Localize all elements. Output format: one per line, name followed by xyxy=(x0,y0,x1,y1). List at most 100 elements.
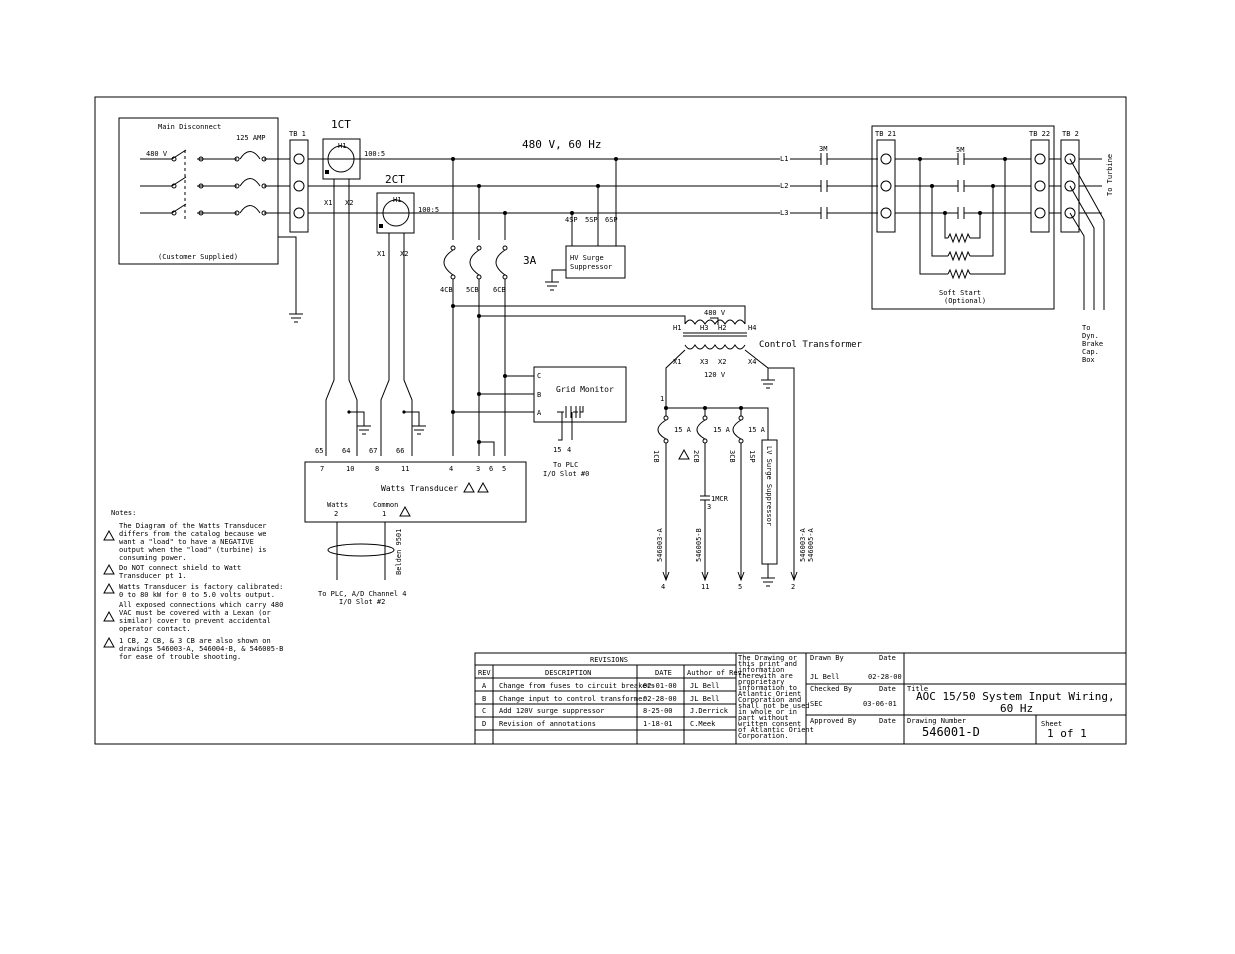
output-4: 4 xyxy=(661,583,665,591)
1ct-ratio: 100:5 xyxy=(364,150,385,158)
rev-row-a-date: 02-01-00 xyxy=(643,682,677,690)
proprietary-line-7: Atlantic Orient xyxy=(738,690,801,698)
main-disconnect-label: Main Disconnect xyxy=(158,123,221,131)
wire-64: 64 xyxy=(342,447,350,455)
gm-4-label: 4 xyxy=(567,446,571,454)
tb22-label: TB 22 xyxy=(1029,130,1050,138)
watts-label: Watts xyxy=(327,501,348,509)
lv-surge-suppressor: LV Surge Suppressor xyxy=(761,439,778,587)
l1-label: L1 xyxy=(780,155,788,163)
hv-surge-suppressor: 4SP 5SP 6SP HV Surge Suppressor xyxy=(545,157,626,291)
note-3-line-1: Watts Transducer is factory calibrated: xyxy=(119,583,283,591)
ref-546005b-label: 546005-B xyxy=(695,528,703,562)
rev-row-b-date: 02-28-00 xyxy=(643,695,677,703)
rev-row-d-author: C.Meek xyxy=(690,720,716,728)
ct-480v-label: 480 V xyxy=(704,309,726,317)
x3-label: X3 xyxy=(700,358,708,366)
term-4: 4 xyxy=(449,465,453,473)
to-turbine-label: To Turbine xyxy=(1106,154,1114,196)
cb5-label: 5CB xyxy=(466,286,479,294)
rev-row-d-rev: D xyxy=(482,720,486,728)
terminal-block-tb1: TB 1 xyxy=(289,130,309,233)
rev-header-description: DESCRIPTION xyxy=(545,669,591,677)
wire-66: 66 xyxy=(396,447,404,455)
term-11: 11 xyxy=(401,465,409,473)
current-transformer-2ct: 2CT H1 100:5 X1 X2 xyxy=(376,173,439,456)
sp4-label: 4SP xyxy=(565,216,578,224)
checked-by-value: SEC xyxy=(810,700,823,708)
term-5: 5 xyxy=(502,465,506,473)
to-dyn-line-3: Brake xyxy=(1082,340,1103,348)
note-5-line-1: 1 CB, 2 CB, & 3 CB are also shown on xyxy=(119,637,271,645)
approved-date-label: Date xyxy=(879,717,896,725)
grid-c-label: C xyxy=(537,372,541,380)
note-1-line-3: want a "load" to have a NEGATIVE xyxy=(119,538,254,546)
to-dyn-line-4: Cap. xyxy=(1082,348,1099,356)
revisions-title: REVISIONS xyxy=(590,656,628,664)
fuse-3a-label: 3A xyxy=(523,254,537,267)
customer-supplied-label: (Customer Supplied) xyxy=(158,253,238,261)
output-2: 2 xyxy=(791,583,795,591)
ref-546003a-label: 546003-A xyxy=(656,527,664,562)
x2-label: X2 xyxy=(718,358,726,366)
sheet-label: Sheet xyxy=(1041,720,1062,728)
lv-surge-label: LV Surge Suppressor xyxy=(765,446,773,526)
rev-row-b-author: JL Bell xyxy=(690,695,720,703)
breaker-3-rating: 15 A xyxy=(748,426,766,434)
tb1-label: TB 1 xyxy=(289,130,306,138)
h2-label: H2 xyxy=(718,324,726,332)
note-1-line-5: consuming power. xyxy=(119,554,186,562)
h1-label: H1 xyxy=(673,324,681,332)
drawn-by-value: JL Bell xyxy=(810,673,840,681)
wt-1: 1 xyxy=(382,510,386,518)
breaker-2-rating: 15 A xyxy=(713,426,731,434)
sp5-label: 5SP xyxy=(585,216,598,224)
proprietary-line-10: in whole or in xyxy=(738,708,797,716)
note-1-line-4: output when the "load" (turbine) is xyxy=(119,546,267,554)
tb2-label: TB 2 xyxy=(1062,130,1079,138)
mcr-label: 1MCR xyxy=(711,495,729,503)
wire-67: 67 xyxy=(369,447,377,455)
checked-date-value: 03-06-01 xyxy=(863,700,897,708)
h4-label: H4 xyxy=(748,324,756,332)
soft-start-optional-label: (Optional) xyxy=(944,297,986,305)
breaker-1-rating: 15 A xyxy=(674,426,692,434)
rev-row-c-date: 8-25-00 xyxy=(643,707,673,715)
to-dyn-line-1: To xyxy=(1082,324,1090,332)
l2-label: L2 xyxy=(780,182,788,190)
rev-header-date: DATE xyxy=(655,669,672,677)
current-transformer-1ct: 1CT H1 100:5 X1 X2 xyxy=(322,118,385,456)
control-transformer: 480 V H1 H3 H2 H4 X1 X3 X2 X4 120 V Cont… xyxy=(673,309,863,379)
proprietary-line-2: this print and xyxy=(738,660,797,668)
rev-row-a-rev: A xyxy=(482,682,487,690)
grid-monitor-label: Grid Monitor xyxy=(556,385,614,394)
x1-label: X1 xyxy=(673,358,681,366)
1ct-label: 1CT xyxy=(331,118,351,131)
drawn-date-label: Date xyxy=(879,654,896,662)
note-1-line-2: differs from the catalog because we xyxy=(119,530,267,538)
rev-row-d-date: 1-18-01 xyxy=(643,720,673,728)
term-10: 10 xyxy=(346,465,354,473)
note-4-line-3: similar) cover to prevent accidental xyxy=(119,617,271,625)
main-bus-label: 480 V, 60 Hz xyxy=(522,138,601,151)
proprietary-line-4: therewith are xyxy=(738,672,793,680)
to-dyn-line-2: Dyn. xyxy=(1082,332,1099,340)
sheet-value: 1 of 1 xyxy=(1047,727,1087,740)
checked-by-label: Checked By xyxy=(810,685,852,693)
mcr-3-label: 3 xyxy=(707,503,711,511)
rev-row-c-desc: Add 120V surge suppressor xyxy=(499,707,604,715)
l3-label: L3 xyxy=(780,209,788,217)
output-5: 5 xyxy=(738,583,742,591)
terminal-block-tb2: TB 2 To Turbine To Dyn. Brake Cap. Box xyxy=(1049,130,1114,364)
2ct-x1: X1 xyxy=(377,250,385,258)
h3-label: H3 xyxy=(700,324,708,332)
rev-row-a-desc: Change from fuses to circuit breakers xyxy=(499,682,655,690)
note-4-line-2: VAC must be covered with a Lexan (or xyxy=(119,609,271,617)
contactor-5m-label: 5M xyxy=(956,146,964,154)
note-4-line-1: All exposed connections which carry 480 xyxy=(119,601,283,609)
rev-row-c-rev: C xyxy=(482,707,486,715)
cb2-label: 2CB xyxy=(692,450,700,463)
amp-rating-label: 125 AMP xyxy=(236,134,266,142)
watts-transducer: 65 64 67 66 7 10 8 11 4 3 6 5 Watts Tran… xyxy=(304,447,527,523)
